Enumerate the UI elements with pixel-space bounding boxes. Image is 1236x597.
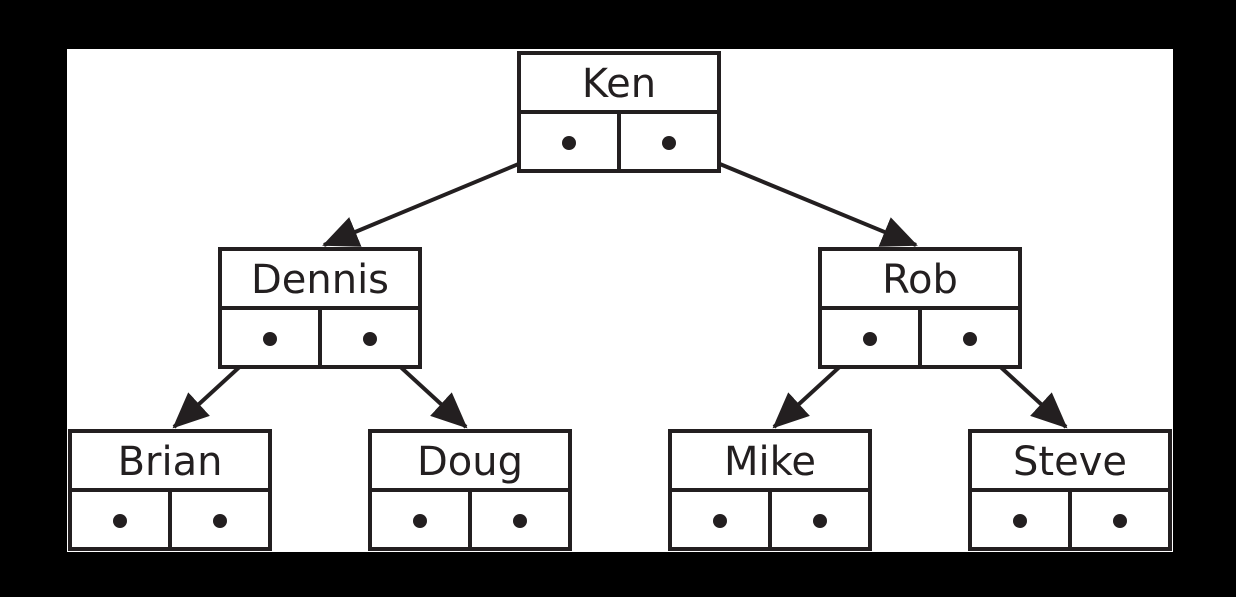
right-pointer-dot <box>813 514 827 528</box>
tree-node-steve: Steve <box>968 429 1172 551</box>
node-label-ken: Ken <box>582 61 656 107</box>
right-pointer-dot <box>963 332 977 346</box>
right-pointer-dot <box>1113 514 1127 528</box>
tree-node-doug: Doug <box>368 429 572 551</box>
right-pointer-dot <box>662 136 676 150</box>
tree-node-rob: Rob <box>818 247 1022 369</box>
left-pointer-dot <box>113 514 127 528</box>
tree-node-dennis: Dennis <box>218 247 422 369</box>
node-label-mike: Mike <box>724 439 816 485</box>
left-pointer-dot <box>863 332 877 346</box>
left-pointer-dot <box>713 514 727 528</box>
tree-node-mike: Mike <box>668 429 872 551</box>
left-pointer-dot <box>1013 514 1027 528</box>
node-label-doug: Doug <box>417 439 523 485</box>
node-label-steve: Steve <box>1013 439 1127 485</box>
left-pointer-dot <box>562 136 576 150</box>
right-pointer-dot <box>363 332 377 346</box>
node-label-rob: Rob <box>882 257 958 303</box>
right-pointer-dot <box>213 514 227 528</box>
node-label-brian: Brian <box>118 439 223 485</box>
left-pointer-dot <box>263 332 277 346</box>
right-pointer-dot <box>513 514 527 528</box>
node-label-dennis: Dennis <box>251 257 389 303</box>
tree-node-brian: Brian <box>68 429 272 551</box>
left-pointer-dot <box>413 514 427 528</box>
tree-node-ken: Ken <box>517 51 721 173</box>
